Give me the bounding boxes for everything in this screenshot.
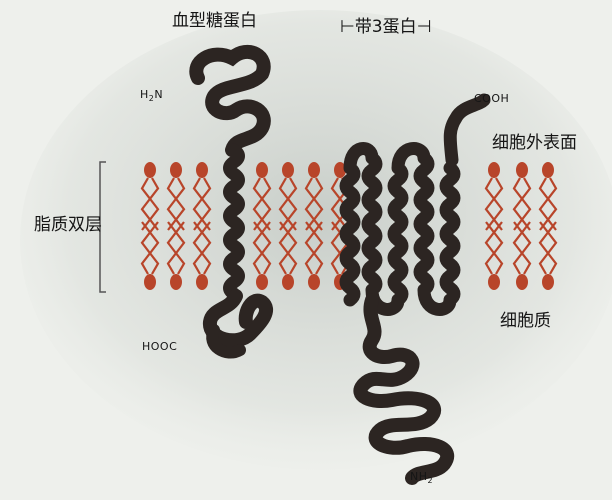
lipid-head [256, 162, 268, 178]
h2n-main: H [140, 88, 149, 101]
band3-right-bracket: ⊣ [417, 17, 432, 37]
lipid-head [308, 162, 320, 178]
nh2-terminus-label: NH2 [410, 470, 433, 485]
lipid-head [516, 162, 528, 178]
h2n-tail: N [154, 88, 163, 101]
lipid-head [488, 274, 500, 290]
lipid-head [282, 274, 294, 290]
lipid-head [542, 274, 554, 290]
lipid-head [308, 274, 320, 290]
lipid-bilayer-label: 脂质双层 [34, 210, 102, 235]
hooc-terminus-label: HOOC [142, 340, 177, 353]
lipid-head [170, 162, 182, 178]
lipid-head [488, 162, 500, 178]
lipid-head [282, 162, 294, 178]
lipid-head [144, 274, 156, 290]
lipid-head [170, 274, 182, 290]
band3-label-wrap: ⊢带3蛋白⊣ [340, 12, 431, 37]
band3-left-bracket: ⊢ [340, 17, 355, 37]
nh2-main: NH [410, 470, 428, 483]
glycophorin-transmembrane-helix [230, 150, 239, 294]
cytoplasm-label: 细胞质 [500, 306, 551, 331]
band3-label: 带3蛋白 [355, 17, 417, 37]
cooh-terminus-label: COOH [474, 92, 509, 105]
h2n-terminus-label: H2N [140, 88, 163, 103]
lipid-head [144, 162, 156, 178]
lipid-head [516, 274, 528, 290]
lipid-head [542, 162, 554, 178]
lipid-head [196, 162, 208, 178]
lipid-head [196, 274, 208, 290]
lipid-head [256, 274, 268, 290]
background-haze [20, 10, 612, 470]
glycophorin-label: 血型糖蛋白 [172, 6, 257, 31]
nh2-sub: 2 [428, 476, 434, 485]
outer-surface-label: 细胞外表面 [492, 128, 577, 153]
